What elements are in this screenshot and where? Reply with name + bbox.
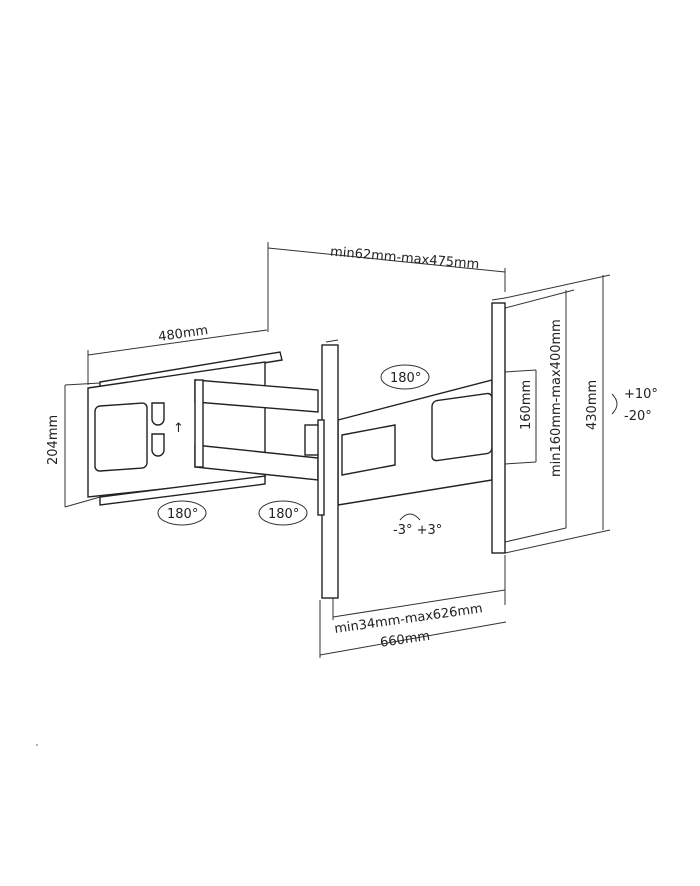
stray-dot <box>36 744 38 746</box>
swing-arms <box>194 379 324 481</box>
tilt-up-label: +10° <box>624 387 658 402</box>
dimension-lines <box>64 242 611 658</box>
swivel-label-2: 180° <box>167 507 198 522</box>
swivel-label-1: 180° <box>390 371 421 386</box>
swivel-label-3: 180° <box>268 507 299 522</box>
bracket-height-label: 430mm <box>585 380 600 430</box>
level-adjust-label: -3° +3° <box>393 523 442 538</box>
arm-extension-label: min62mm-max475mm <box>330 244 480 272</box>
up-arrow-icon: ↑ <box>173 421 184 436</box>
vesa-small-label: 160mm <box>519 380 534 430</box>
bracket-width-label: 660mm <box>379 629 431 651</box>
vesa-vertical-label: min160mm-max400mm <box>549 319 564 477</box>
tv-bracket <box>317 297 506 599</box>
rotation-markers <box>157 364 618 526</box>
wall-plate-height-label: 204mm <box>46 415 61 465</box>
wall-plate: ↑ <box>87 351 283 506</box>
wall-plate-width-label: 480mm <box>157 323 209 345</box>
tilt-down-label: -20° <box>624 409 652 424</box>
